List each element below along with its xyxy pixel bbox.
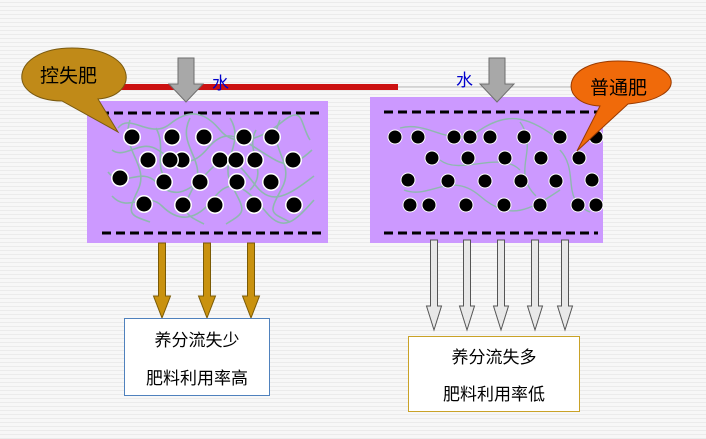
particle: [388, 130, 402, 144]
particle: [124, 129, 140, 145]
particle: [207, 197, 223, 213]
particle: [517, 130, 531, 144]
particle: [174, 152, 190, 168]
down-arrow: [492, 239, 510, 332]
particle: [162, 152, 178, 168]
down-arrow: [197, 242, 217, 320]
down-arrow: [478, 57, 516, 103]
particles-left: [111, 128, 303, 214]
particle: [441, 174, 455, 188]
result-left-line1: 养分流失少: [154, 330, 240, 351]
leaching-arrows-left: [152, 242, 261, 320]
particle: [425, 151, 439, 165]
particle: [463, 130, 477, 144]
network-line: [117, 113, 311, 141]
particles-right: [387, 129, 604, 213]
soil-block-right: [370, 97, 603, 243]
particle: [140, 152, 156, 168]
ordinary-fertilizer-callout: 普通肥: [570, 60, 672, 152]
water-arrow-right: [478, 57, 516, 103]
down-arrow: [167, 57, 205, 103]
particle: [514, 174, 528, 188]
water-arrow-left: [167, 57, 205, 103]
particle: [549, 174, 563, 188]
particle: [498, 151, 512, 165]
particle: [478, 174, 492, 188]
result-left-line2: 肥料利用率高: [146, 368, 248, 389]
result-right-line1: 养分流失多: [451, 348, 537, 368]
ordinary-fertilizer-soil-block: [370, 97, 604, 243]
callout-bubble-right: [570, 60, 672, 152]
particle: [192, 174, 208, 190]
result-box-controlled: 养分流失少 肥料利用率高: [124, 318, 270, 396]
particle: [212, 152, 228, 168]
controlled-fertilizer-label: 控失肥: [40, 65, 97, 87]
network-line: [111, 135, 313, 165]
water-label-right: 水: [456, 71, 473, 91]
particle: [164, 129, 180, 145]
controlled-fertilizer-callout: 控失肥: [21, 47, 127, 134]
particle: [533, 198, 547, 212]
down-arrow: [241, 242, 261, 320]
soil-line: [399, 117, 561, 141]
particle: [553, 130, 567, 144]
particle: [497, 198, 511, 212]
particle: [264, 129, 280, 145]
particle: [589, 198, 603, 212]
particle: [228, 152, 244, 168]
particle: [229, 174, 245, 190]
particle: [156, 174, 172, 190]
particle: [572, 151, 586, 165]
soil-line: [439, 159, 521, 171]
particle: [534, 151, 548, 165]
down-arrow: [152, 242, 172, 320]
down-arrow: [526, 239, 544, 332]
particle: [112, 170, 128, 186]
particle: [285, 152, 301, 168]
particle: [401, 173, 415, 187]
result-box-ordinary: 养分流失多 肥料利用率低: [408, 336, 580, 412]
particle: [136, 196, 152, 212]
water-surface-bar: [118, 84, 398, 90]
down-arrow: [458, 239, 476, 332]
leaching-arrows-right: [425, 239, 574, 332]
particle: [246, 197, 262, 213]
particle: [286, 197, 302, 213]
particle: [461, 151, 475, 165]
particle: [263, 174, 279, 190]
result-right-line2: 肥料利用率低: [443, 385, 545, 405]
particle: [571, 198, 585, 212]
down-arrow: [556, 239, 574, 332]
particle: [236, 129, 252, 145]
particle: [247, 152, 263, 168]
particle: [422, 198, 436, 212]
particle: [411, 130, 425, 144]
controlled-fertilizer-soil-block: [87, 101, 328, 243]
particle: [403, 198, 417, 212]
down-arrow: [425, 239, 443, 332]
particle: [447, 130, 461, 144]
particle: [483, 130, 497, 144]
particle: [459, 198, 473, 212]
water-label-left: 水: [212, 74, 229, 94]
particle: [196, 129, 212, 145]
ordinary-fertilizer-label: 普通肥: [590, 77, 647, 99]
callout-bubble-left: [21, 47, 127, 134]
particle: [175, 197, 191, 213]
particle: [585, 173, 599, 187]
